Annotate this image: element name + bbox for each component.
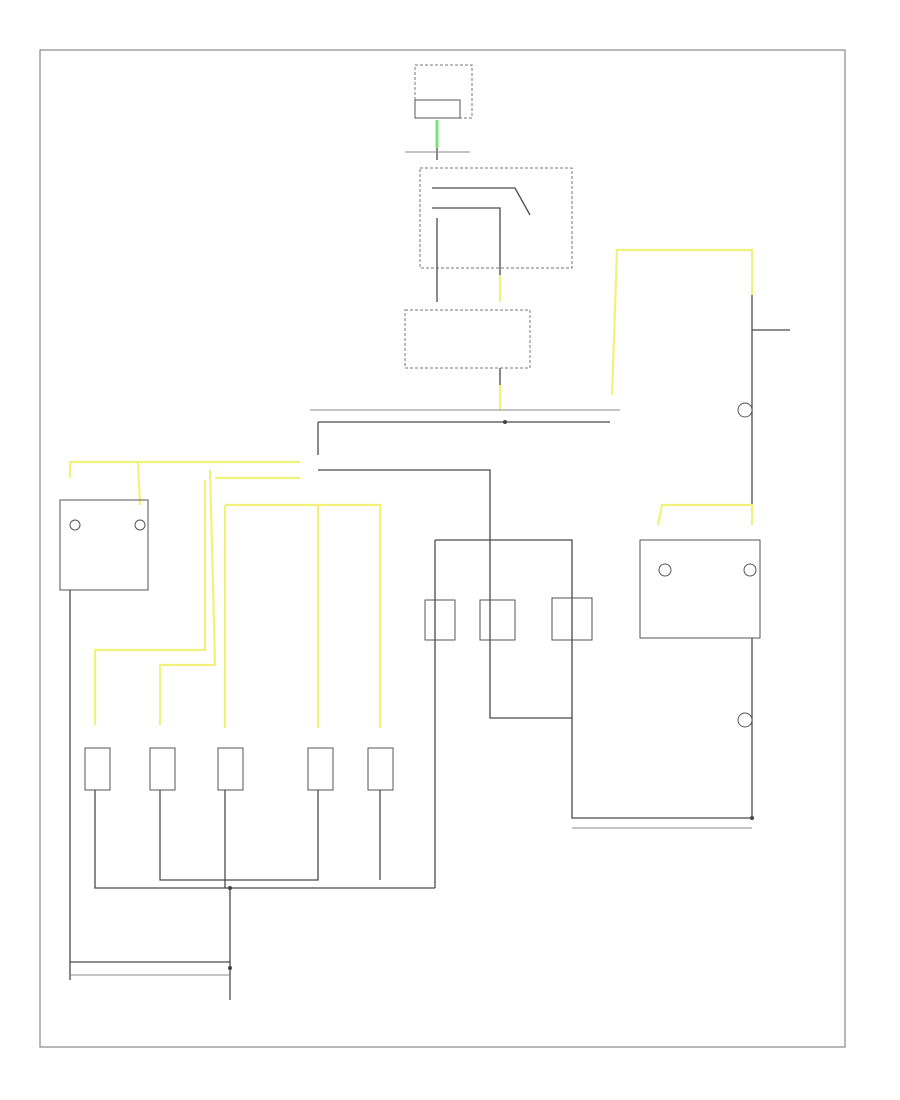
page-border bbox=[39, 49, 846, 1048]
bus-line bbox=[310, 409, 620, 455]
top-control-module bbox=[405, 64, 473, 160]
center-switches bbox=[318, 469, 752, 888]
bottom-switch-row bbox=[84, 747, 435, 1000]
right-circuit bbox=[610, 248, 790, 820]
ground-bus bbox=[70, 961, 232, 976]
module-box bbox=[404, 309, 531, 410]
left-circuit bbox=[59, 460, 382, 980]
relay-block bbox=[419, 167, 573, 302]
